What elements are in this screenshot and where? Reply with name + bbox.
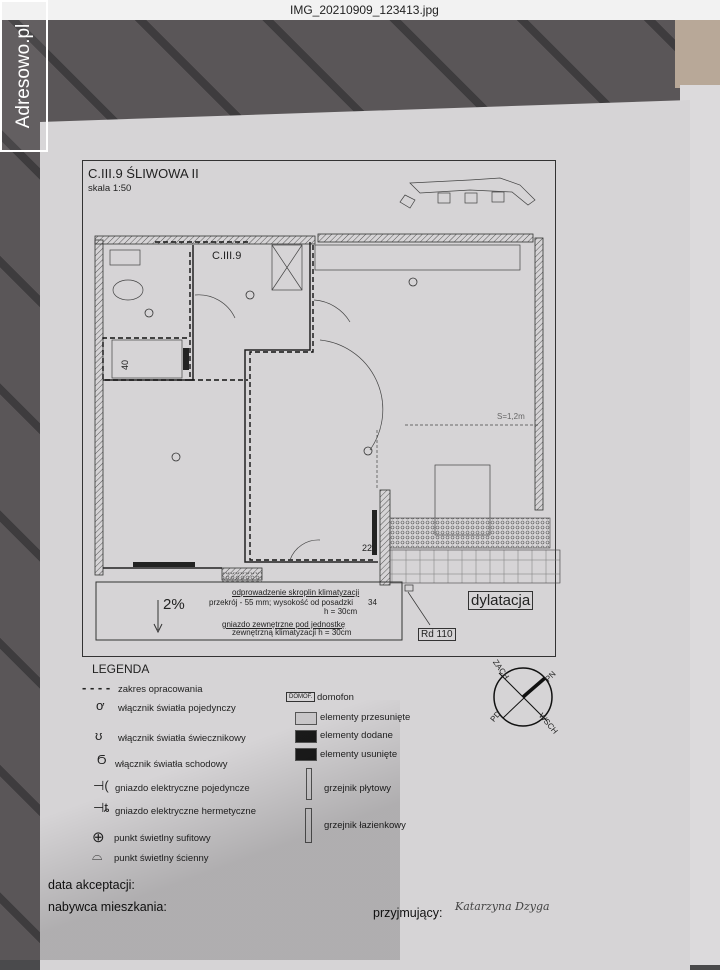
balcony [95,517,561,641]
legend-item: zakres opracowania [118,684,203,695]
plan-scale: skala 1:50 [88,183,132,194]
legend-item: włącznik światła pojedynczy [118,703,236,714]
scope-dashed-line [102,241,375,561]
legend-item: grzejnik płytowy [324,783,392,794]
dashed-line-icon: - - - - [82,680,111,695]
stair-switch-icon: Ϭ [97,752,107,767]
ac-note-line2: przekrój - 55 mm; wysokość od posadzki [209,598,354,607]
plan-title: C.III.9 ŚLIWOWA II [88,166,199,181]
bathroom-radiator-icon [305,808,312,843]
watermark-logo: Adresowo.pl [0,0,48,152]
intercom-box-icon: DOMOF. [286,692,316,702]
compass-rose [493,667,553,727]
legend-item: punkt świetlny sufitowy [114,833,211,844]
unit-label: C.III.9 [212,250,242,262]
bath-dimension: 40 [120,359,131,371]
legend-item: punkt świetlny ścienny [114,853,209,864]
filename: IMG_20210909_123413.jpg [290,3,439,17]
interior-walls [103,242,378,569]
socket-icon: ⊣( [93,778,109,793]
ac-note-line3: h = 30cm [324,607,358,616]
hermetic-socket-icon: ⊣ȶ [93,800,110,815]
legend-item: elementy usunięte [320,749,398,760]
ceiling-lights [144,277,418,462]
wood-floor [675,20,720,88]
dilatation-label: dylatacja [468,591,534,610]
legend-item: gniazdo elektryczne pojedyncze [115,783,250,794]
legend-title: LEGENDA [92,662,150,676]
wall-light-icon: ⌓ [92,848,103,863]
legend-item: grzejnik łazienkowy [324,820,406,831]
added-elements-swatch [295,730,317,743]
moved-elements-swatch [295,712,317,725]
panel-radiator-icon [306,768,312,800]
dimension-34: 34 [368,598,377,607]
acceptance-date-label: data akceptacji: [48,878,135,892]
single-switch-icon: ơ [96,698,105,713]
removed-elements-swatch [295,748,317,761]
legend-item: elementy przesunięte [320,712,411,723]
legend-item: gniazdo elektryczne hermetyczne [115,806,256,817]
image-title-bar: IMG_20210909_123413.jpg [0,0,720,20]
slope-label: 2% [163,596,185,613]
watermark-text: Adresowo.pl [13,23,34,129]
receiver-label: przyjmujący: [373,906,443,920]
ac-note-line1: odprowadzenie skroplin klimatyzacji [232,588,360,597]
fixtures [109,244,540,561]
signature: Katarzyna Dzyga [455,900,550,913]
legend-item: domofon [317,692,354,703]
plan-frame [82,160,556,657]
socket-note-line1: gniazdo zewnętrzne pod jednostkę [222,620,346,629]
ceiling-light-icon: ⊕ [92,829,105,846]
buyer-label: nabywca mieszkania: [48,900,167,914]
legend-item: włącznik światła świecznikowy [118,733,246,744]
drain-label: Rd 110 [418,628,456,641]
double-switch-icon: ʊ [95,728,103,743]
building-key-plan [399,177,536,209]
legend-item: elementy dodane [320,730,393,741]
height-mark: S=1,2m [497,412,525,421]
socket-note-line2: zewnętrzną klimatyzacji h = 30cm [232,628,352,637]
legend-item: włącznik światła schodowy [115,759,228,770]
dimension-22: 22 [362,543,373,553]
radiators [133,348,377,567]
